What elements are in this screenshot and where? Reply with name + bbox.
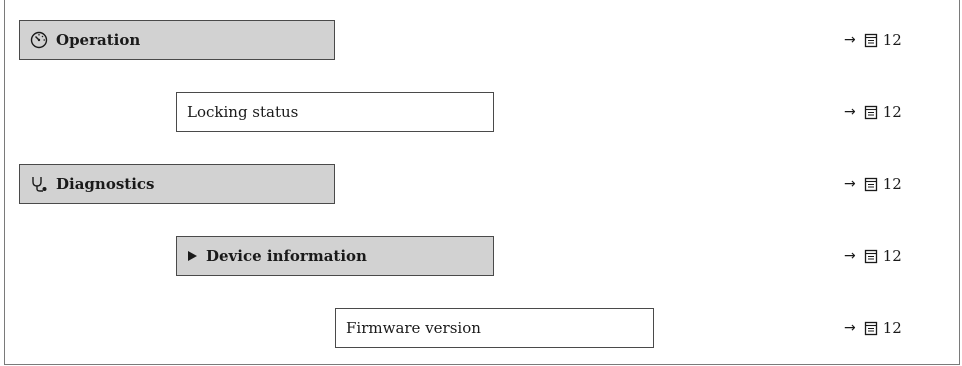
parameter-label: Locking status — [187, 103, 299, 121]
page-reference[interactable]: → 12 — [844, 20, 902, 60]
gauge-icon — [30, 31, 48, 49]
arrow-icon: → — [844, 176, 856, 192]
arrow-icon: → — [844, 104, 856, 120]
parameter-locking-status[interactable]: Locking status — [176, 92, 494, 132]
parameter-firmware-version[interactable]: Firmware version — [335, 308, 654, 348]
page-number: 12 — [882, 103, 902, 121]
page-number: 12 — [882, 175, 902, 193]
menu-diagnostics[interactable]: Diagnostics — [19, 164, 335, 204]
menu-operation[interactable]: Operation — [19, 20, 335, 60]
page-reference[interactable]: → 12 — [844, 236, 902, 276]
page-frame — [4, 0, 960, 365]
menu-diagnostics-label: Diagnostics — [56, 175, 155, 193]
page-reference[interactable]: → 12 — [844, 164, 902, 204]
arrow-icon: → — [844, 320, 856, 336]
menu-operation-label: Operation — [56, 31, 141, 49]
stethoscope-icon — [30, 175, 48, 193]
play-triangle-icon — [187, 250, 198, 262]
page-reference[interactable]: → 12 — [844, 92, 902, 132]
book-icon — [864, 177, 878, 192]
submenu-label: Device information — [206, 247, 367, 265]
page-reference[interactable]: → 12 — [844, 308, 902, 348]
book-icon — [864, 33, 878, 48]
book-icon — [864, 105, 878, 120]
submenu-device-information[interactable]: Device information — [176, 236, 494, 276]
book-icon — [864, 321, 878, 336]
parameter-label: Firmware version — [346, 319, 481, 337]
page-number: 12 — [882, 319, 902, 337]
book-icon — [864, 249, 878, 264]
arrow-icon: → — [844, 248, 856, 264]
page-number: 12 — [882, 247, 902, 265]
arrow-icon: → — [844, 32, 856, 48]
page-number: 12 — [882, 31, 902, 49]
